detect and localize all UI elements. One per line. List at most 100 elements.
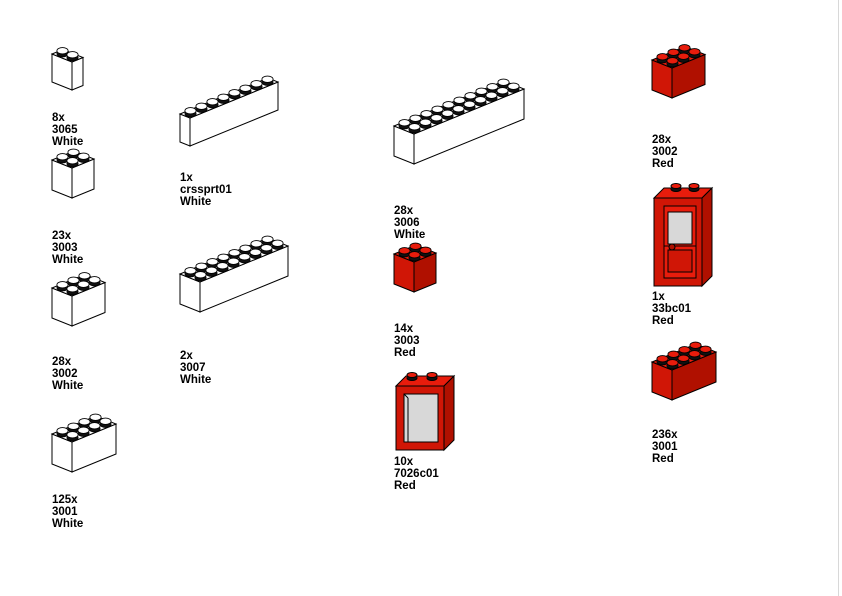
brick-stud [261,75,274,86]
part-number: 7026c01 [394,468,439,480]
part-number: 3001 [652,441,678,453]
part-caption: 125x 3001 White [52,494,83,530]
brick-stud [77,152,90,163]
brick-stud [238,253,251,264]
brick-stud [688,48,701,59]
brick-stud [475,87,488,98]
part-caption: 2x 3007 White [180,350,211,386]
brick-stud [195,102,208,113]
brick-stud [205,266,218,277]
part-quantity: 28x [52,356,72,368]
brick-stud [249,248,262,259]
part-quantity: 236x [652,429,678,441]
part-color: White [180,196,212,208]
part-number: 33bc01 [652,303,692,315]
brick-stud [474,96,487,107]
brick-stud [78,418,91,429]
part-color: Red [394,480,416,492]
brick-stud [463,100,476,111]
part-quantity: 23x [52,230,72,242]
brick-stud [441,109,454,120]
brick-stud [667,48,680,59]
brick-stud [452,105,465,116]
brick-stud [184,107,197,118]
part-quantity: 1x [652,291,665,303]
part-quantity: 14x [394,323,414,335]
part-color: Red [652,453,674,465]
part-caption: 28x 3002 Red [652,134,678,170]
brick-stud [398,247,411,258]
part-number: 3003 [394,335,420,347]
brick-stud [688,350,701,361]
door-frame-icon [652,183,714,288]
brick-stud [453,96,466,107]
part-number: crssprt01 [180,184,232,196]
part-caption: 23x 3003 White [52,230,83,266]
brick-stud [430,114,443,125]
part-quantity: 28x [652,134,672,146]
brick-stud [239,84,252,95]
part-number: 3002 [652,146,678,158]
part-caption: 8x 3065 White [52,112,83,148]
part-color: White [394,229,426,241]
brick-stud [56,281,69,292]
brick-stud [486,83,499,94]
brick-stud [56,47,69,58]
part-color: Red [394,347,416,359]
brick-stud [689,341,702,352]
part-color: Red [652,315,674,327]
part-quantity: 125x [52,494,78,506]
part-caption: 28x 3002 White [52,356,83,392]
brick-stud [678,346,691,357]
brick-stud [217,253,230,264]
brick-stud [496,87,509,98]
brick-stud [77,280,90,291]
brick-stud [420,110,433,121]
brick-stud [699,345,712,356]
brick-stud [66,285,79,296]
part-color: White [180,374,212,386]
brick-stud [99,417,112,428]
part-quantity: 8x [52,112,65,124]
part-quantity: 10x [394,456,414,468]
brick-stud [271,239,284,250]
part-number: 3007 [180,362,206,374]
part-caption: 10x 7026c01 Red [394,456,439,492]
brick-stud [260,244,273,255]
brick-stud [667,350,680,361]
part-number: 3002 [52,368,78,380]
brick-stud [216,262,229,273]
part-quantity: 28x [394,205,414,217]
brick-stud [56,153,69,164]
brick-stud [228,89,241,100]
part-color: White [52,136,84,148]
part-number: 3001 [52,506,78,518]
brick-stud [228,249,241,260]
part-number: 3003 [52,242,78,254]
brick-stud [67,148,80,159]
part-caption: 1x crssprt01 White [180,172,232,208]
brick-stud [408,123,421,134]
brick-stud [194,271,207,282]
window-frame-icon [394,372,456,452]
part-caption: 28x 3006 White [394,205,425,241]
part-caption: 1x 33bc01 Red [652,291,691,327]
part-color: White [52,380,84,392]
part-number: 3006 [394,217,420,229]
brick-stud [261,235,274,246]
part-color: Red [652,158,674,170]
brick-stud [419,118,432,129]
brick-stud [398,119,411,130]
page-edge-divider [838,0,839,596]
brick-stud [677,354,690,365]
brick-stud [66,51,79,62]
